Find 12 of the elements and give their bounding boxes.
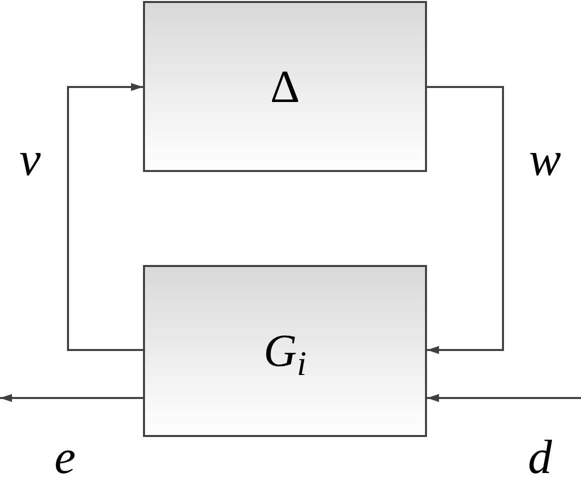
arrow (0, 394, 143, 402)
signal-label: e (54, 434, 76, 482)
block-box (143, 265, 427, 437)
signal-label: d (528, 434, 552, 482)
arrow (427, 86, 504, 354)
block-label: Δ (270, 64, 300, 110)
arrow (67, 83, 143, 351)
arrow (427, 394, 581, 402)
block-box (143, 1, 427, 172)
signal-label: w (529, 136, 561, 184)
block-label: G$_{i}$ (264, 328, 306, 374)
signal-label: v (19, 136, 41, 184)
